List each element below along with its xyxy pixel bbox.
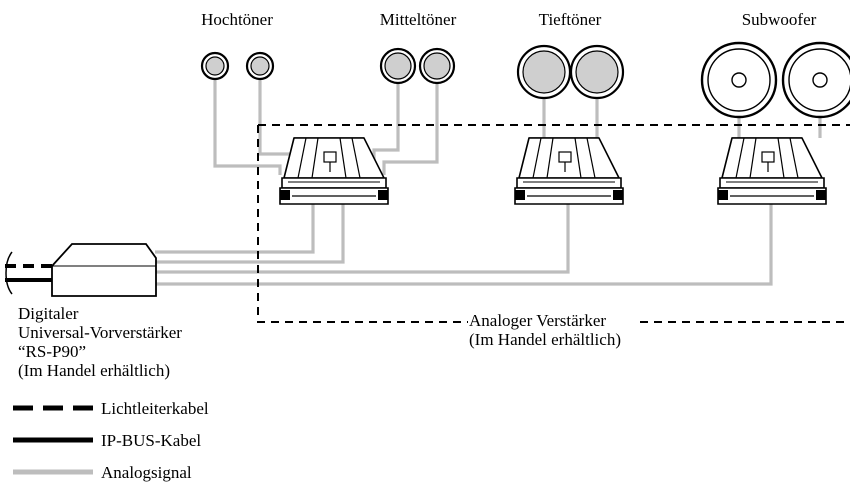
legend — [13, 405, 93, 475]
amplifier-2 — [514, 137, 624, 205]
cable-amp1-in-a — [155, 204, 315, 254]
preamp-label-line2: Universal-Vorverstärker — [18, 323, 182, 342]
amplifier-label-line2: (Im Handel erhältlich) — [469, 330, 621, 349]
cable-hochtoner-left — [213, 78, 282, 175]
amplifier-label-line1: Analoger Verstärker — [469, 311, 607, 330]
label-hochtoner: Hochtöner — [201, 10, 273, 29]
preamp-label-line4: (Im Handel erhältlich) — [18, 361, 170, 380]
preamp-label-line3: “RS-P90” — [18, 342, 86, 361]
cable-amp3-in — [155, 204, 773, 286]
cable-hochtoner-right — [258, 78, 294, 175]
amplifier-3 — [717, 137, 827, 205]
cable-mitteltoner-right — [382, 82, 439, 175]
amplifier-group-box — [257, 124, 850, 323]
cable-cut-mark — [5, 251, 13, 295]
legend-ipbus-label: IP-BUS-Kabel — [101, 431, 202, 450]
mitteltoner-speakers — [379, 47, 456, 85]
hochtoner-speakers — [200, 51, 275, 81]
label-mitteltoner: Mitteltöner — [379, 10, 457, 29]
legend-analog-label: Analogsignal — [101, 463, 192, 482]
subwoofer-speakers — [700, 41, 850, 119]
cable-amp1-in-b — [155, 204, 345, 264]
label-subwoofer: Subwoofer — [741, 10, 817, 29]
cable-amp2-in — [155, 204, 570, 274]
preamp-unit — [51, 243, 157, 297]
legend-optical-label: Lichtleiterkabel — [101, 399, 209, 418]
label-tieftoner: Tieftöner — [538, 10, 602, 29]
amplifier-1 — [279, 137, 389, 205]
tieftoner-speakers — [516, 44, 625, 100]
preamp-label-line1: Digitaler — [18, 304, 79, 323]
